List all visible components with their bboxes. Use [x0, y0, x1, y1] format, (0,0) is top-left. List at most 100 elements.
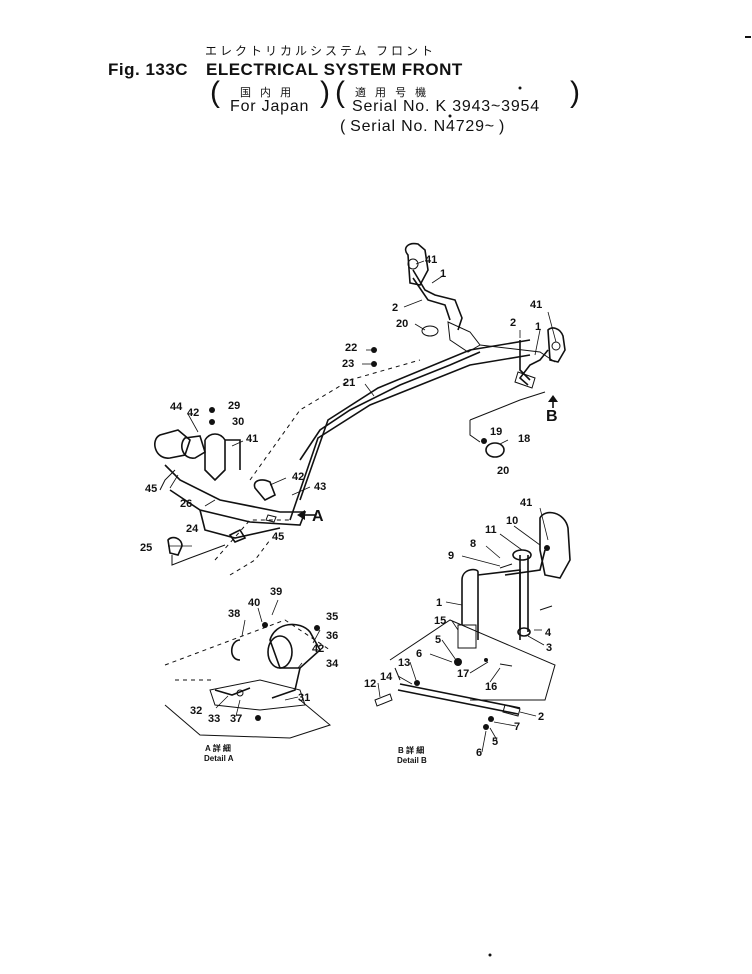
leader-line [312, 629, 321, 644]
part-number-label: 41 [425, 254, 437, 266]
title-japanese: エレクトリカルシステム フロント [205, 44, 436, 58]
lamp-body [154, 429, 191, 459]
leader-line [493, 721, 517, 727]
leader-line [291, 486, 311, 496]
mirror-bracket [514, 371, 536, 389]
leader-line [489, 667, 501, 683]
part-number-label: 15 [434, 615, 446, 627]
nut [481, 438, 487, 444]
detail-b-frame [394, 667, 401, 681]
nut-b [488, 716, 494, 722]
plate-b [457, 624, 477, 649]
leader-line [284, 696, 299, 701]
lamp-wire [214, 687, 251, 696]
work-lamp [269, 623, 322, 669]
part-number-label: 6 [416, 648, 422, 660]
part-number-label: 17 [457, 668, 469, 680]
mirror-bracket [447, 321, 481, 353]
nut [262, 622, 268, 628]
leader-line [499, 533, 523, 551]
frame-hidden-edge [229, 539, 271, 576]
leader-line [414, 323, 426, 331]
marker-wire [171, 544, 226, 566]
rod-end [502, 704, 521, 717]
part-number-label: 24 [186, 523, 199, 535]
mirror-mount [551, 341, 561, 351]
clip [228, 528, 247, 543]
part-number-label: 12 [364, 678, 376, 690]
pipe-b [519, 555, 529, 632]
part-number-label: 14 [380, 671, 393, 683]
leader-line [257, 607, 263, 623]
part-number-label: 30 [232, 416, 244, 428]
view-arrow-b-head [548, 395, 558, 402]
part-number-label: 10 [506, 515, 518, 527]
scan-mark [448, 114, 452, 118]
washer [255, 715, 261, 721]
front-bracket [199, 509, 281, 539]
leader-line [499, 439, 509, 445]
leader-line [461, 555, 501, 567]
marker-lamp [167, 536, 183, 556]
part-number-label: 41 [520, 497, 532, 509]
serial-range-2-text: Serial No. N4729~ [350, 118, 495, 135]
part-number-label: 45 [272, 531, 284, 543]
serial-japanese: 適 用 号 機 [355, 87, 430, 99]
clip [421, 325, 439, 337]
washer [314, 625, 320, 631]
front-bracket-hole [265, 514, 277, 523]
paren-close-2: ) [570, 76, 580, 109]
leader-line [539, 507, 549, 541]
page-title: ELECTRICAL SYSTEM FRONT [206, 60, 463, 79]
part-number-label: 42 [292, 471, 304, 483]
serial-range-1: Serial No. K 3943~3954 [352, 98, 540, 115]
part-number-label: 2 [510, 317, 516, 329]
bolt-b [539, 605, 553, 611]
leader-line [485, 545, 501, 559]
paren-open-2: ( [335, 76, 345, 109]
leader-line [429, 653, 453, 663]
detail-a-ground [164, 699, 332, 739]
view-callout-b: B [546, 408, 558, 425]
washer [209, 419, 215, 425]
leader-line [241, 619, 246, 637]
lamp-guard [230, 639, 241, 661]
leader-line [409, 661, 417, 681]
leader-line [489, 727, 498, 741]
part-number-label: 3 [546, 642, 552, 654]
part-number-label: 33 [208, 713, 220, 725]
detail-b-frame [389, 619, 556, 701]
part-number-label: 42 [312, 643, 324, 655]
part-number-label: 34 [326, 658, 339, 670]
part-number-label: 13 [398, 657, 410, 669]
mirror-glass [404, 242, 429, 286]
wiring-branch [469, 420, 481, 443]
mirror-stay-b [461, 568, 479, 640]
mirror-stay [518, 349, 549, 386]
wiring-harness [299, 351, 481, 461]
leader-line [364, 383, 375, 397]
bolt-b [499, 563, 513, 569]
part-number-label: 1 [535, 321, 541, 333]
part-number-label: 31 [298, 692, 310, 704]
part-number-label: 18 [518, 433, 530, 445]
part-number-label: 36 [326, 630, 338, 642]
part-number-label: 39 [270, 586, 282, 598]
part-number-label: 9 [448, 550, 454, 562]
part-number-label: 5 [435, 634, 441, 646]
part-number-label: 8 [470, 538, 476, 550]
part-number-label: 38 [228, 608, 240, 620]
part-number-label: 41 [530, 299, 542, 311]
washer [236, 689, 244, 697]
part-number-label: 41 [246, 433, 258, 445]
part-number-label: 22 [345, 342, 357, 354]
part-number-label: 16 [485, 681, 497, 693]
leader-line [271, 599, 279, 616]
mirror-stay [519, 340, 531, 381]
part-number-label: 37 [230, 713, 242, 725]
frame-hidden-edge [249, 359, 421, 481]
mirror-glass [547, 327, 566, 363]
